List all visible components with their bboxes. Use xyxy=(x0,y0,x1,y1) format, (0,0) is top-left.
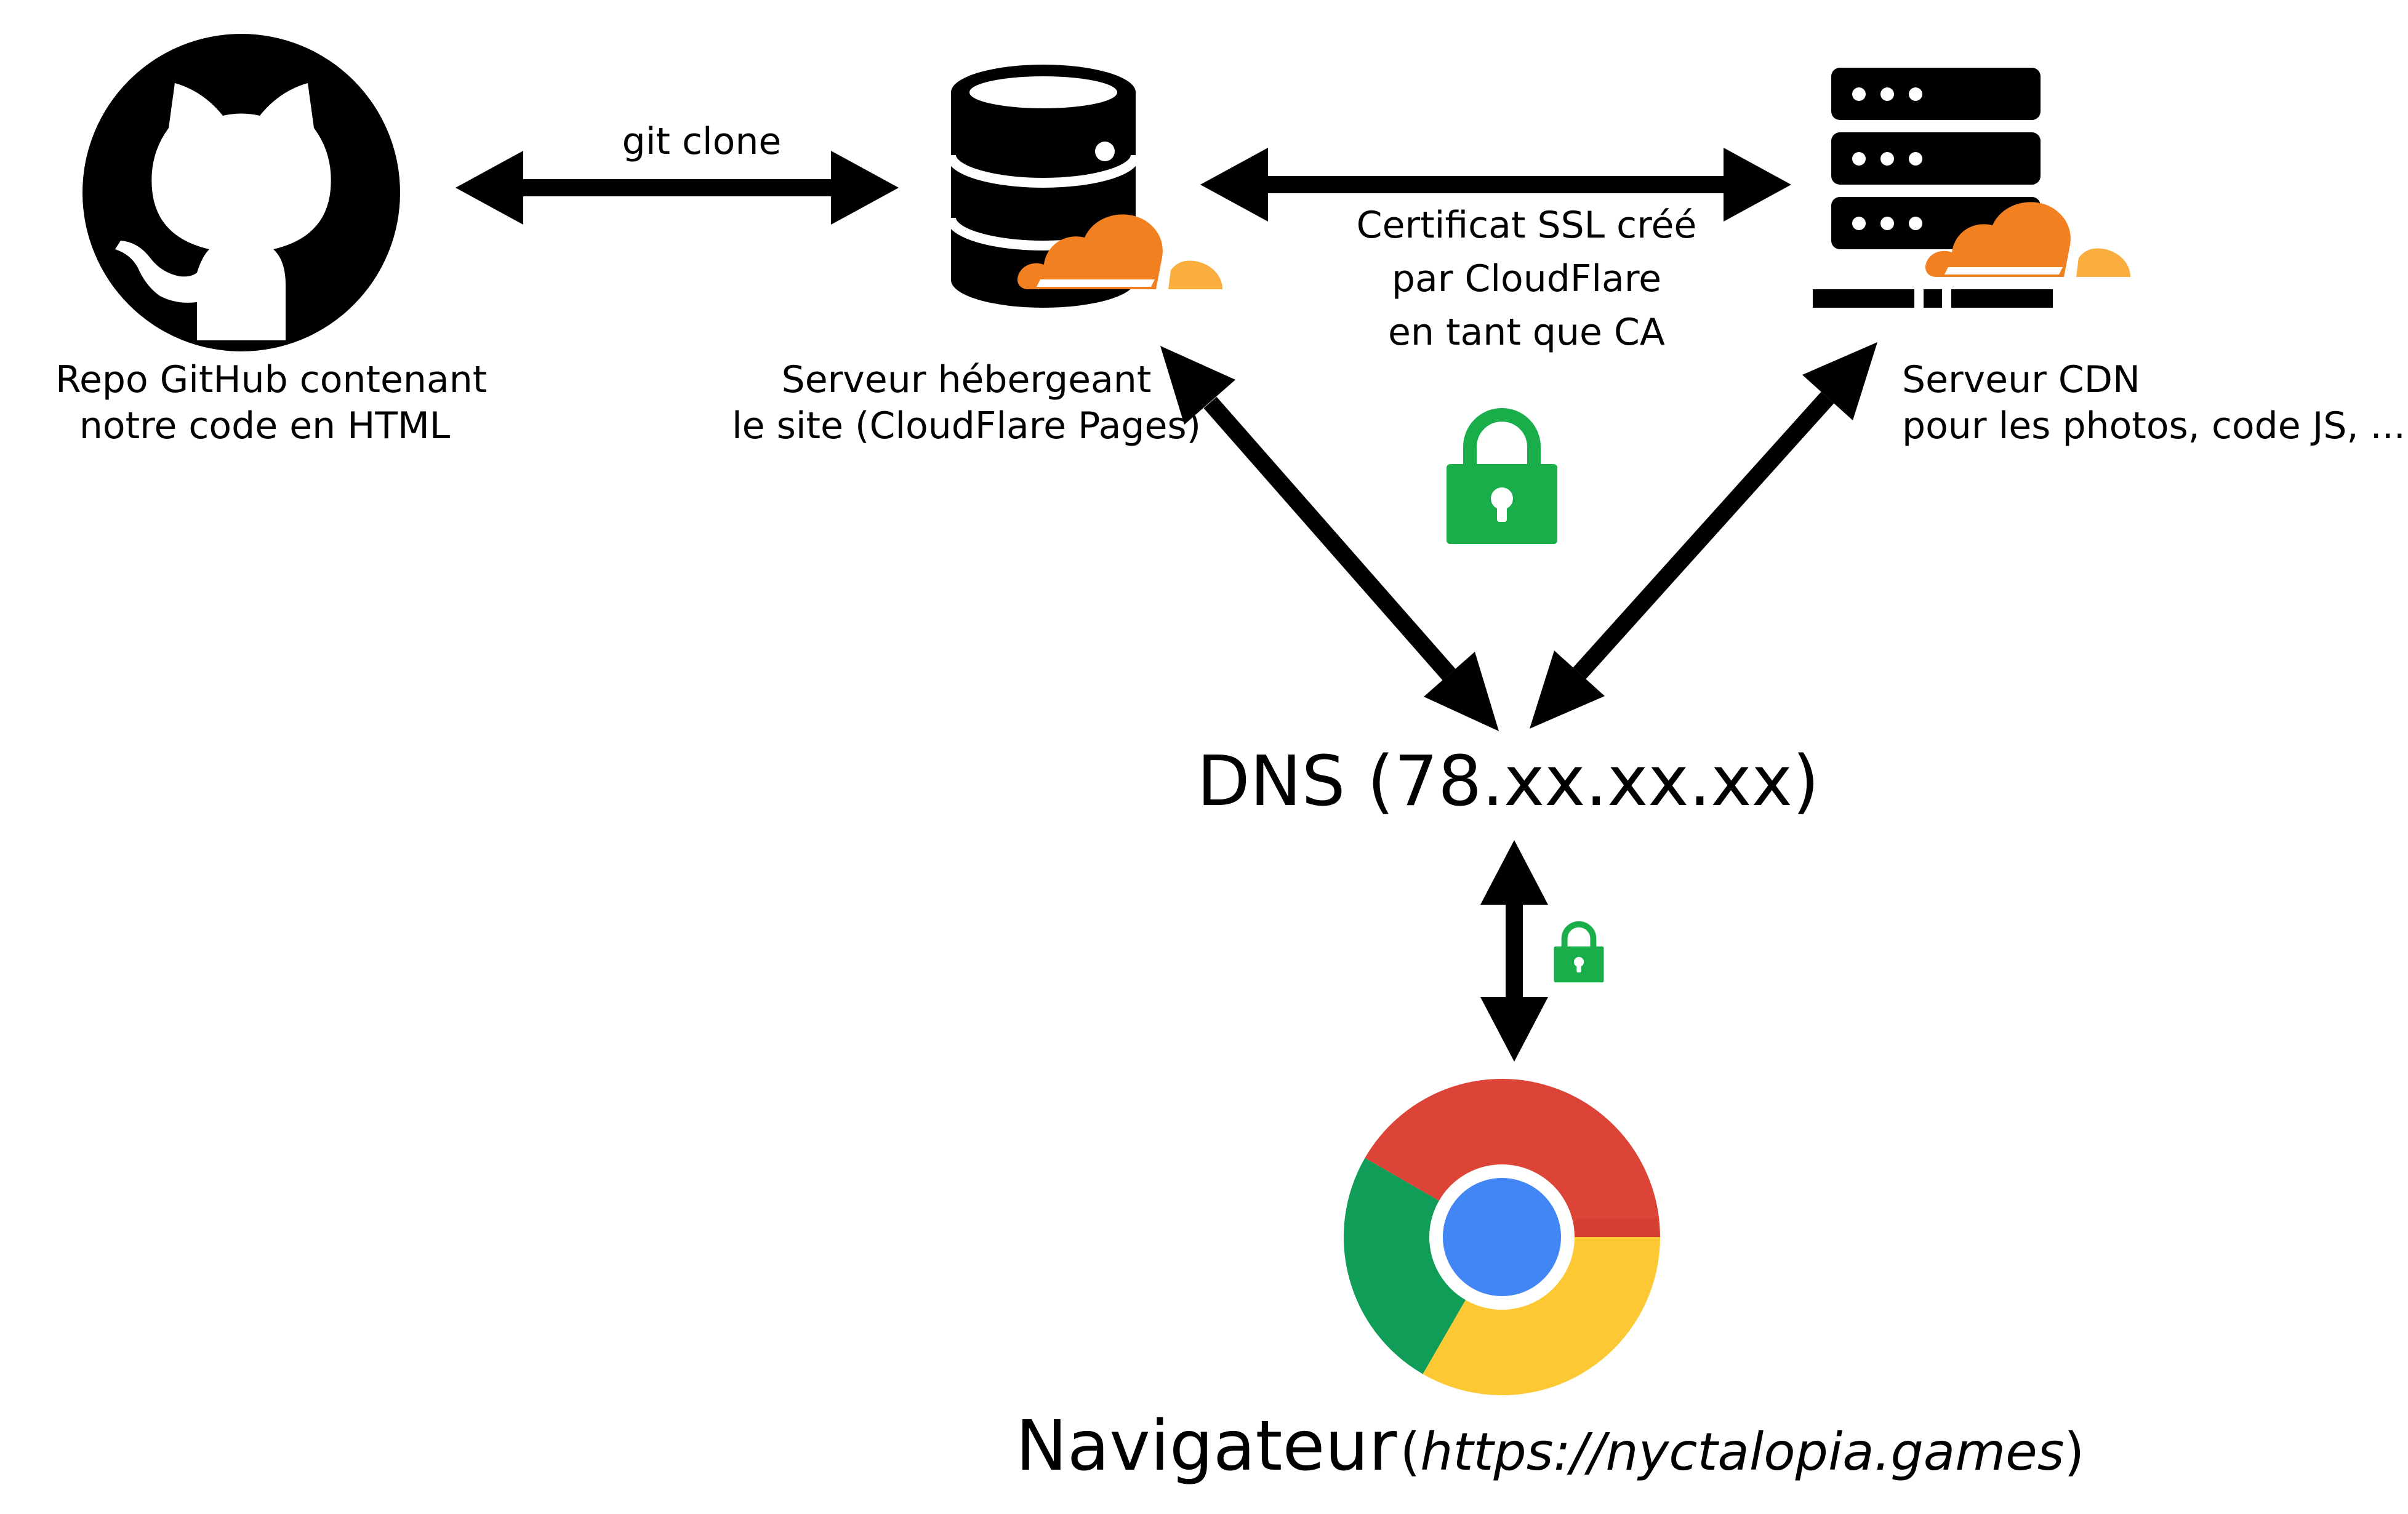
arrow-server-cdn xyxy=(1200,148,1791,222)
git-clone-label: git clone xyxy=(622,120,782,163)
browser-label: Navigateur (https://nyctalopia.games) xyxy=(1016,1403,2084,1489)
ssl-label-line1: Certificat SSL créé xyxy=(1356,204,1697,247)
browser-url: https://nyctalopia.games xyxy=(1420,1422,2065,1482)
github-icon xyxy=(82,34,400,351)
server-label-line1: Serveur hébergeant xyxy=(781,358,1152,401)
cdn-label: Serveur CDN pour les photos, code JS, ..… xyxy=(1902,357,2406,449)
server-label: Serveur hébergeant le site (CloudFlare P… xyxy=(720,357,1213,449)
github-label: Repo GitHub contenant notre code en HTML xyxy=(55,357,488,449)
cdn-label-line2: pour les photos, code JS, ... xyxy=(1902,404,2406,447)
ssl-label-line3: en tant que CA xyxy=(1388,311,1665,354)
database-server-icon xyxy=(946,65,1222,308)
server-rack-icon xyxy=(1813,68,2130,308)
arrow-github-server xyxy=(456,151,899,225)
github-label-line1: Repo GitHub contenant xyxy=(55,358,488,401)
lock-icon-small xyxy=(1554,924,1604,983)
chrome-icon xyxy=(1343,1078,1660,1396)
browser-url-group: (https://nyctalopia.games) xyxy=(1400,1422,2084,1482)
cdn-label-line1: Serveur CDN xyxy=(1902,358,2140,401)
arrow-cdn-dns xyxy=(1530,342,1877,729)
browser-title: Navigateur xyxy=(1016,1406,1397,1486)
arrow-dns-browser xyxy=(1480,840,1548,1062)
server-label-line2: le site (CloudFlare Pages) xyxy=(731,404,1202,447)
lock-icon xyxy=(1447,415,1557,544)
url-open-paren: ( xyxy=(1400,1422,1421,1482)
dns-label: DNS (78.xx.xx.xx) xyxy=(1197,742,1820,822)
ssl-certificate-label: Certificat SSL créé par CloudFlare en ta… xyxy=(1280,199,1773,359)
github-label-line2: notre code en HTML xyxy=(79,404,451,447)
url-close-paren: ) xyxy=(2064,1422,2085,1482)
arrow-server-dns xyxy=(1160,346,1499,731)
ssl-label-line2: par CloudFlare xyxy=(1391,257,1662,300)
